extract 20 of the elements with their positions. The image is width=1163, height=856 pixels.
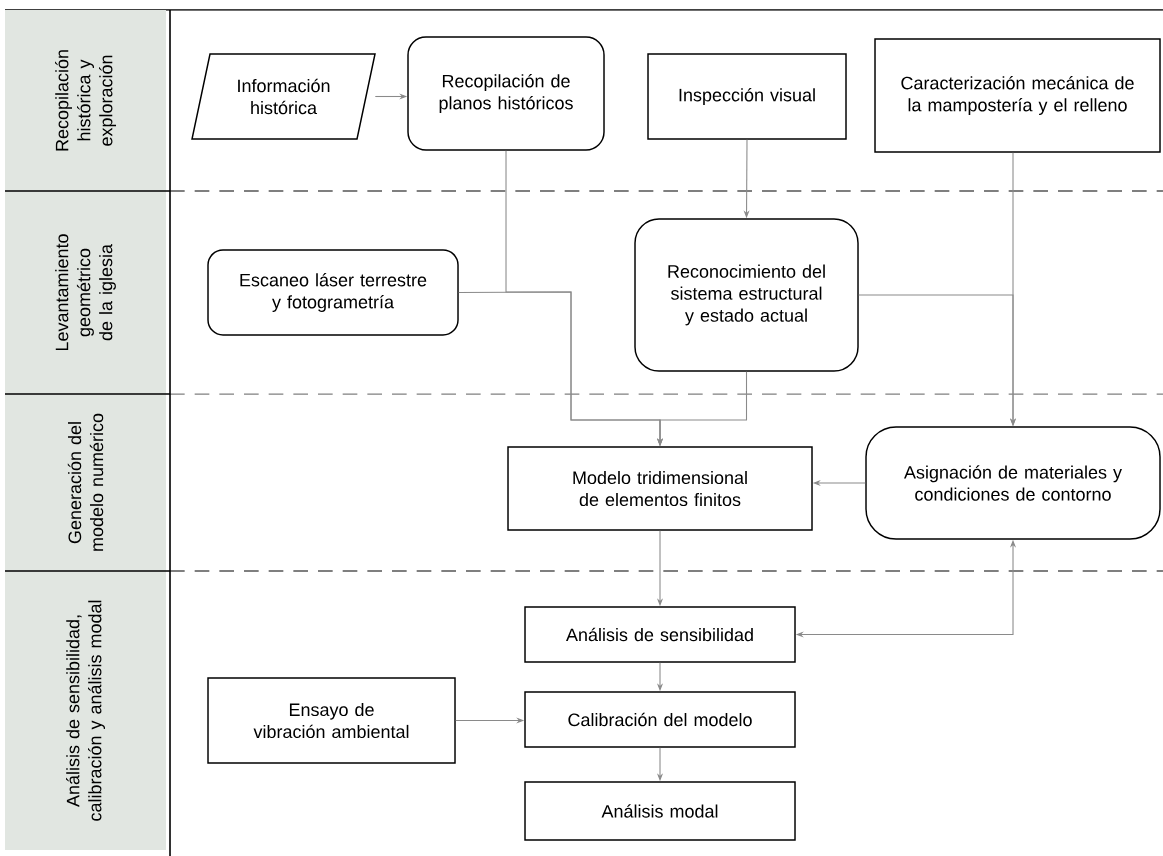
process-box: Recopilación de planos históricos <box>407 36 605 151</box>
process-box: Análisis de sensibilidad <box>524 606 796 663</box>
process-box: Reconocimiento del sistema estructural y estado actual <box>634 218 859 372</box>
process-box: Inspección visual <box>647 53 847 140</box>
lane-header: Análisis de sensibilidad, calibración y análisis modal <box>5 571 166 850</box>
process-box: Análisis modal <box>524 781 796 841</box>
lane-header: Levantamiento geométrico de la iglesia <box>5 191 166 394</box>
lane-header: Generación del modelo numérico <box>5 394 166 571</box>
process-box: Escaneo láser terrestre y fotogrametría <box>207 249 459 336</box>
node-label: Generación del modelo numérico <box>67 413 104 551</box>
lane-header: Recopilación histórica y exploración <box>5 10 166 191</box>
node-label: Recopilación histórica y exploración <box>55 50 117 151</box>
process-box: Caracterización mecánica de la mampostería y el relleno <box>874 38 1161 153</box>
input-parallelogram: Información histórica <box>191 53 376 140</box>
process-box: Asignación de materiales y condiciones de contorno <box>865 426 1161 540</box>
process-box: Calibración del modelo <box>524 691 796 748</box>
process-box: Ensayo de vibración ambiental <box>207 677 456 764</box>
node-label: Análisis de sensibilidad, calibración y análisis modal <box>66 600 106 821</box>
process-box: Modelo tridimensional de elementos finitos <box>507 446 813 531</box>
node-label: Levantamiento geométrico de la iglesia <box>55 234 116 351</box>
